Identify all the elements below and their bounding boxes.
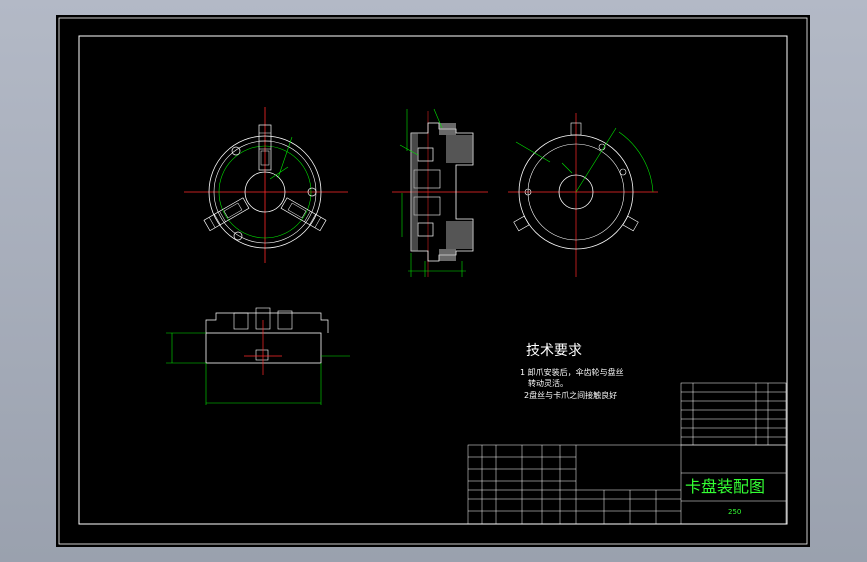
section-view — [392, 108, 488, 277]
front-view — [184, 107, 348, 263]
drawing-title: 卡盘装配图 — [685, 477, 765, 496]
technical-requirements: 技术要求 1 卸爪安装后，伞齿轮与盘丝 转动灵活。 2盘丝与卡爪之间接触良好 — [520, 343, 624, 400]
title-block — [467, 444, 787, 525]
parts-list — [680, 382, 787, 446]
rear-view — [508, 113, 658, 277]
drawing-canvas[interactable]: 技术要求 1 卸爪安装后，伞齿轮与盘丝 转动灵活。 2盘丝与卡爪之间接触良好 — [56, 15, 810, 547]
side-view — [166, 307, 350, 405]
drawing-sheet[interactable]: 技术要求 1 卸爪安装后，伞齿轮与盘丝 转动灵活。 2盘丝与卡爪之间接触良好 — [56, 15, 810, 547]
tech-requirement-2: 2盘丝与卡爪之间接触良好 — [524, 390, 617, 400]
tech-requirements-heading: 技术要求 — [526, 343, 582, 359]
drawing-frame — [78, 35, 788, 525]
tech-requirement-1: 1 卸爪安装后，伞齿轮与盘丝 — [520, 367, 624, 377]
drawing-scale: 250 — [728, 508, 741, 516]
sheet-border — [58, 17, 808, 545]
tech-requirement-1-cont: 转动灵活。 — [528, 378, 568, 388]
